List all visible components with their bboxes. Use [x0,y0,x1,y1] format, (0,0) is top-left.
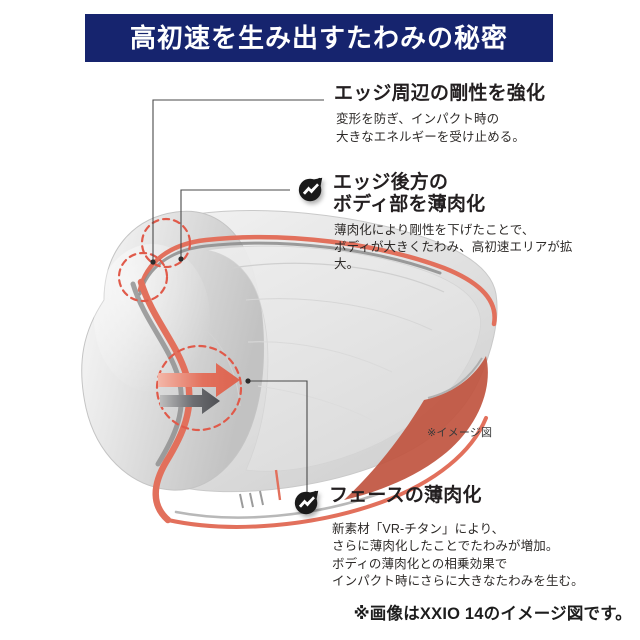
image-disclaimer-note: ※イメージ図 [427,427,493,439]
flex-arrow-red [158,363,240,397]
callout-body-thinning: エッジ後方の ボディ部を薄肉化 薄肉化により剛性を下げたことで、 ボディが大きく… [296,172,586,274]
leader-line-body-thinning [180,189,290,259]
dashed-highlight-circles [117,217,243,432]
flex-arrow-gray [160,388,220,414]
callout-body-thinning-head: エッジ後方の ボディ部を薄肉化 [296,172,586,217]
dashed-circle-edge-lower [117,251,169,303]
trending-up-icon [294,490,319,515]
dashed-circle-edge-upper [140,217,192,269]
dashed-circle-body [155,344,243,432]
header-banner: 高初速を生み出すたわみの秘密 [85,14,553,62]
trending-up-icon [298,177,323,202]
page-title: 高初速を生み出すたわみの秘密 [129,23,508,53]
callout-edge-rigidity-body: 変形を防ぎ、インパクト時の 大きなエネルギーを受け止める。 [336,112,526,144]
callout-edge-rigidity-head: エッジ周辺の剛性を強化 [334,83,584,105]
callout-body-thinning-body: 薄肉化により剛性を下げたことで、 ボディが大きくたわみ、高初速エリアが拡大。 [334,222,573,272]
callout-face-thinning: フェースの薄肉化 新素材「VR-チタン」により、 さらに薄肉化したことでたわみが… [292,485,592,590]
leader-lines [150,99,324,492]
callout-edge-rigidity-title: エッジ周辺の剛性を強化 [334,83,546,104]
red-structure-rail [130,234,497,529]
footer-disclaimer-note: ※画像はXXIO 14のイメージ図です。 [353,605,632,623]
callout-body-thinning-title: エッジ後方の ボディ部を薄肉化 [333,172,486,216]
leader-line-face-thinning [248,380,308,492]
callout-face-thinning-body: 新素材「VR-チタン」により、 さらに薄肉化したことでたわみが増加。 ボディの薄… [332,522,584,588]
callout-face-thinning-head: フェースの薄肉化 [292,485,592,517]
callout-face-thinning-title: フェースの薄肉化 [329,485,482,506]
callout-edge-rigidity: エッジ周辺の剛性を強化 変形を防ぎ、インパクト時の 大きなエネルギーを受け止める… [334,83,584,146]
